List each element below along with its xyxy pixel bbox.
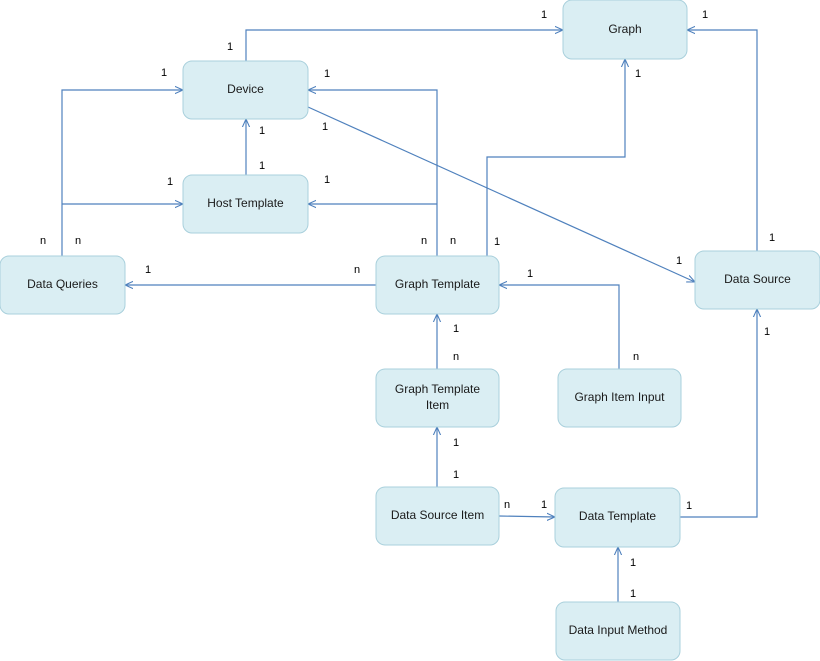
node-label: Data Source — [724, 272, 791, 286]
edge-datatemplate-datasource — [680, 309, 757, 518]
node-graph-template-item: Graph Template Item — [375, 368, 500, 428]
node-data-template: Data Template — [554, 487, 681, 548]
cardinality-label: n — [504, 499, 510, 511]
node-label: Graph Template — [395, 382, 480, 396]
node-data-input-method: Data Input Method — [555, 601, 681, 661]
node-label: Item — [426, 398, 449, 412]
cardinality-label: 1 — [145, 264, 151, 276]
node-data-source: Data Source — [694, 250, 820, 310]
edge-graphtemplate-device — [308, 90, 438, 256]
cardinality-label: 1 — [764, 326, 770, 338]
cardinality-label: 1 — [541, 499, 547, 511]
node-graph: Graph — [562, 0, 688, 60]
cardinality-label: 1 — [324, 68, 330, 80]
cardinality-label: 1 — [161, 67, 167, 79]
node-graph-template: Graph Template — [375, 255, 500, 315]
node-label: Data Source Item — [391, 508, 484, 522]
cardinality-label: n — [421, 235, 427, 247]
cardinality-label: 1 — [227, 41, 233, 53]
cardinality-label: 1 — [630, 588, 636, 600]
cardinality-label: 1 — [769, 232, 775, 244]
cardinality-label: 1 — [167, 176, 173, 188]
cardinality-label: 1 — [453, 469, 459, 481]
cardinality-label: 1 — [541, 9, 547, 21]
edge-datasource-graph — [687, 30, 758, 251]
edge-device-graph — [245, 30, 563, 61]
edge-graphiteminput-graphtemplate — [499, 285, 620, 369]
cardinality-label: 1 — [259, 160, 265, 172]
node-label: Graph — [608, 22, 641, 36]
cardinality-label: n — [450, 235, 456, 247]
cardinality-label: n — [40, 235, 46, 247]
cardinality-label: 1 — [676, 255, 682, 267]
edge-device-datasource — [307, 106, 695, 282]
edge-datasourceitem-datatemplate — [498, 516, 555, 517]
node-graph-item-input: Graph Item Input — [557, 368, 682, 428]
cardinality-label: n — [633, 351, 639, 363]
node-label: Data Queries — [27, 277, 98, 291]
node-device: Device — [182, 60, 309, 120]
node-label: Graph Item Input — [574, 390, 665, 404]
node-label: Data Template — [579, 509, 656, 523]
cardinality-label: 1 — [453, 323, 459, 335]
cardinality-label: 1 — [527, 268, 533, 280]
cardinality-label: 1 — [494, 236, 500, 248]
cardinality-label: n — [75, 235, 81, 247]
cardinality-label: 1 — [686, 500, 692, 512]
node-label: Graph Template — [395, 277, 480, 291]
cardinality-label: 1 — [702, 9, 708, 21]
edge-dataqueries-device — [61, 90, 183, 256]
node-data-queries: Data Queries — [0, 255, 126, 315]
cardinality-label: 1 — [324, 174, 330, 186]
cardinality-label: 1 — [453, 437, 459, 449]
node-label: Host Template — [207, 196, 284, 210]
cardinality-label: 1 — [630, 557, 636, 569]
cardinality-label: 1 — [259, 125, 265, 137]
cardinality-label: n — [354, 264, 360, 276]
cardinality-label: 1 — [635, 68, 641, 80]
node-data-source-item: Data Source Item — [375, 486, 500, 546]
node-host-template: Host Template — [182, 174, 309, 234]
cardinality-label: 1 — [322, 121, 328, 133]
edge-graphtemplate-graph — [486, 59, 625, 256]
node-label: Data Input Method — [569, 623, 668, 637]
cardinality-label: n — [453, 351, 459, 363]
node-label: Device — [227, 82, 264, 96]
